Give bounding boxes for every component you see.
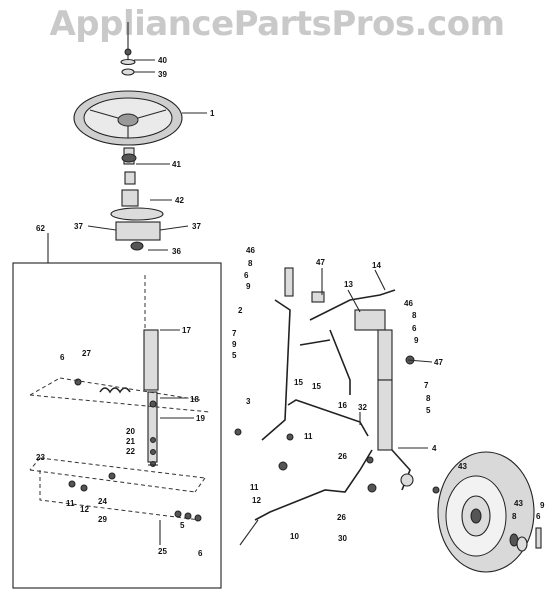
callout-18: 18 [190,395,199,404]
callout-29: 29 [98,515,107,524]
callout-3: 3 [246,397,251,406]
callout-5-right: 5 [426,406,431,415]
callout-43-upper: 43 [458,462,467,471]
steering-wheel [73,90,183,146]
callout-27: 27 [82,349,91,358]
callout-37-left: 37 [74,222,83,231]
callout-12-lower: 12 [252,496,261,505]
callout-6-box: 6 [60,353,65,362]
callout-22: 22 [126,447,135,456]
steering-shaft [143,275,159,467]
callout-41: 41 [172,160,181,169]
callout-12-box: 12 [80,505,89,514]
callout-7-left: 7 [232,329,237,338]
callout-2: 2 [238,306,243,315]
callout-47-right: 47 [434,358,443,367]
callout-26-lower: 26 [337,513,346,522]
callout-13: 13 [344,280,353,289]
callout-7-right: 7 [424,381,429,390]
callout-8-lower: 8 [426,394,431,403]
callout-24: 24 [98,497,107,506]
callout-14: 14 [372,261,381,270]
watermark: AppliancePartsPros.com [49,4,505,44]
callout-37-right: 37 [192,222,201,231]
callout-4: 4 [432,444,437,453]
callout-23: 23 [36,453,45,462]
callout-32: 32 [358,403,367,412]
column-bushing [87,207,189,251]
callout-20: 20 [126,427,135,436]
callout-11-box: 11 [66,499,75,508]
callout-11-lower: 11 [250,483,259,492]
tie-rod [239,399,377,546]
callout-9-wheel: 9 [540,501,545,510]
spring-bracket [29,377,211,545]
callout-5-box: 5 [180,521,185,530]
leader-lines [134,59,433,466]
callout-8-upper: 8 [248,259,253,268]
callout-19: 19 [196,414,205,423]
steering-wheel-cap [120,22,136,76]
callout-40: 40 [158,56,167,65]
callout-9-right: 9 [414,336,419,345]
callout-8-right: 8 [412,311,417,320]
steering-linkage [234,267,415,491]
callout-30: 30 [338,534,347,543]
callout-15-right: 15 [312,382,321,391]
subassembly-box [12,262,222,589]
callout-5-left: 5 [232,351,237,360]
callout-47-upper: 47 [316,258,325,267]
callout-43-lower: 43 [514,499,523,508]
callout-26-upper: 26 [338,452,347,461]
callout-25: 25 [158,547,167,556]
callout-15-left: 15 [294,378,303,387]
callout-6-right: 6 [412,324,417,333]
callout-6-wheel: 6 [536,512,541,521]
callout-17: 17 [182,326,191,335]
callout-46-upper: 46 [246,246,255,255]
callout-9-left: 9 [232,340,237,349]
callout-6-upper: 6 [244,271,249,280]
callout-21: 21 [126,437,135,446]
callout-1: 1 [210,109,215,118]
callout-6-box-bottom: 6 [198,549,203,558]
callout-42: 42 [175,196,184,205]
callout-46-right: 46 [404,299,413,308]
callout-36: 36 [172,247,181,256]
callout-62: 62 [36,224,45,233]
front-wheel [432,451,542,573]
callout-10: 10 [290,532,299,541]
callout-11-mid: 11 [304,432,313,441]
callout-39: 39 [158,70,167,79]
callout-16: 16 [338,401,347,410]
callout-8-wheel: 8 [512,512,517,521]
steering-adapter [121,147,139,207]
callout-9-upper: 9 [246,282,251,291]
